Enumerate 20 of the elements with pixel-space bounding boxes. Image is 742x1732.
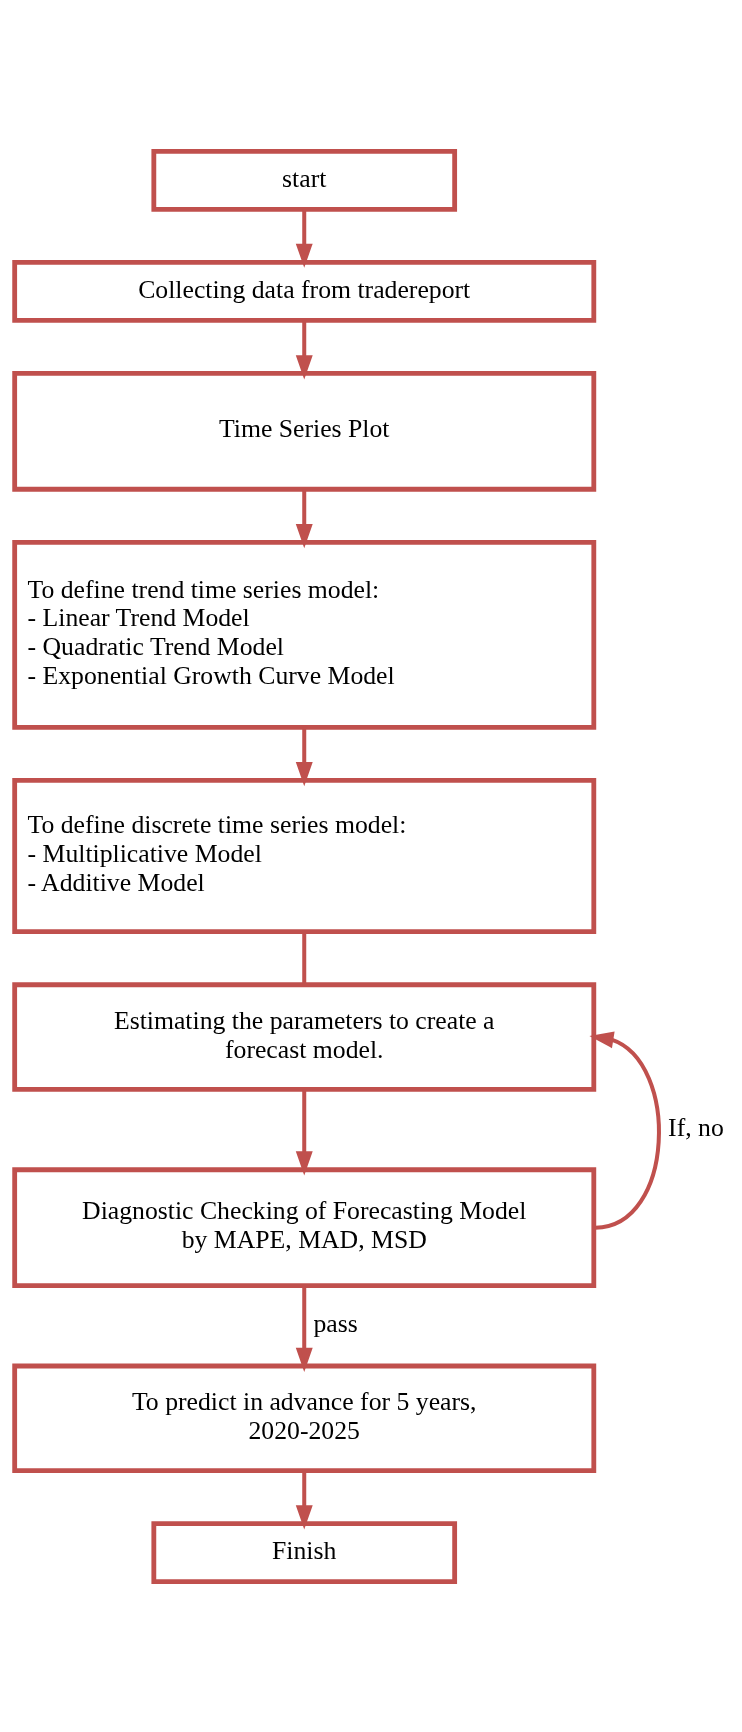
node-box: Estimating the parameters to create a forecast model.: [12, 981, 597, 1092]
edge-label: If, no: [668, 1112, 724, 1142]
arrow: [295, 320, 313, 379]
arrow: [295, 1470, 313, 1529]
arrow: [295, 727, 313, 786]
arrow: [295, 488, 313, 548]
node-box: Time Series Plot: [12, 370, 597, 492]
node-box: Collecting data from tradereport: [12, 259, 597, 323]
edge-label: pass: [313, 1308, 358, 1338]
node-box: Finish: [151, 1520, 458, 1584]
node-box: To define discrete time series model: - Multiplicative Model - Additive Model: [12, 777, 597, 934]
node-box: To predict in advance for 5 years, 2020-2025: [12, 1363, 597, 1473]
node-box: To define trend time series model: - Linear Trend Model - Quadratic Trend Model - Exponential Growth Curve Model: [12, 539, 597, 730]
arrow: [589, 1031, 661, 1230]
arrow: [295, 209, 313, 268]
arrow: [295, 1285, 313, 1372]
connector: [302, 931, 307, 985]
node-box: Diagnostic Checking of Forecasting Model by MAPE, MAD, MSD: [12, 1166, 597, 1288]
arrow: [295, 1088, 313, 1175]
node-box: start: [151, 148, 458, 212]
